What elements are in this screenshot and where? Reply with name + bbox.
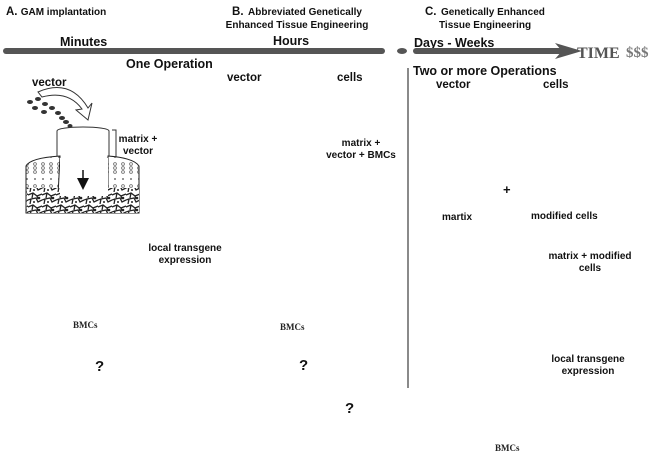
- label-one-operation: One Operation: [126, 57, 213, 71]
- question-mark-final: ?: [345, 400, 355, 417]
- panel-a-step1: [25, 87, 140, 214]
- timeline-bar-segment-2: [413, 48, 563, 54]
- panel-b-title-line1: Abbreviated Genetically: [248, 7, 362, 18]
- label-two-operations: Two or more Operations: [413, 64, 557, 78]
- label-bmcs-c: BMCs: [495, 443, 520, 453]
- timeline-bar-segment-1: [3, 48, 385, 54]
- label-matrix-vector-bmcs: matrix + vector + BMCs: [318, 138, 404, 161]
- panel-a-title-text: GAM implantation: [20, 7, 107, 18]
- label-martix: martix: [442, 212, 473, 223]
- panel-b-letter: B.: [232, 6, 244, 18]
- panel-b-title: B. Abbreviated Genetically Enhanced Tiss…: [222, 2, 372, 32]
- vector-particles-a: [27, 97, 75, 132]
- label-local-transgene-a-line2: expression: [158, 254, 212, 266]
- label-matrix-vector-a-line2: vector: [122, 145, 153, 157]
- label-matrix-vector-a-line1: matrix +: [118, 134, 158, 145]
- panel-c-title: C. Genetically Enhanced Tissue Engineeri…: [425, 2, 545, 32]
- label-local-transgene-c-line1: local transgene: [551, 354, 625, 365]
- label-matrix-vector-bmcs-line1: matrix +: [341, 138, 381, 149]
- vector-arrow-a: [37, 87, 93, 121]
- label-vector-a: vector: [32, 77, 67, 89]
- section-divider: [407, 68, 409, 388]
- panel-a-title: A. GAM implantation: [6, 6, 106, 19]
- timeline-arrowhead: [555, 43, 582, 59]
- label-days-weeks: Days - Weeks: [414, 36, 495, 50]
- timeline-gap-dot: [397, 48, 407, 54]
- label-minutes: Minutes: [60, 35, 108, 49]
- label-matrix-modified-cells-line1: matrix + modified: [548, 251, 632, 262]
- label-cells-b: cells: [337, 72, 363, 84]
- label-cost: $$$: [626, 45, 649, 61]
- label-local-transgene-c: local transgene expression: [548, 354, 628, 377]
- label-vector-c: vector: [436, 79, 471, 91]
- panel-c-title-line1: Genetically Enhanced: [440, 7, 545, 18]
- label-plus: +: [503, 182, 511, 197]
- label-local-transgene-a: local transgene expression: [146, 243, 224, 266]
- label-hours: Hours: [273, 34, 310, 48]
- timeline-arrow: [3, 43, 582, 59]
- label-matrix-modified-cells: matrix + modified cells: [545, 251, 635, 274]
- label-matrix-vector-bmcs-line2: vector + BMCs: [326, 149, 396, 161]
- label-matrix-vector-a: matrix + vector: [116, 134, 160, 157]
- label-bmcs-a: BMCs: [73, 320, 98, 330]
- label-matrix-modified-cells-line2: cells: [578, 262, 602, 274]
- label-cells-c: cells: [543, 79, 569, 91]
- label-bmcs-b: BMCs: [280, 322, 305, 332]
- panel-b-title-line2: Enhanced Tissue Engineering: [225, 20, 369, 32]
- panel-c-letter: C.: [425, 6, 437, 18]
- label-time: TIME: [577, 45, 620, 62]
- panel-a-letter: A.: [6, 6, 18, 18]
- label-vector-b: vector: [227, 72, 262, 84]
- label-local-transgene-c-line2: expression: [561, 365, 615, 377]
- question-mark-a: ?: [95, 358, 105, 375]
- question-mark-b: ?: [299, 357, 309, 374]
- label-modified-cells: modified cells: [531, 211, 598, 222]
- panel-c-title-line2: Tissue Engineering: [439, 20, 532, 32]
- label-local-transgene-a-line1: local transgene: [148, 243, 222, 254]
